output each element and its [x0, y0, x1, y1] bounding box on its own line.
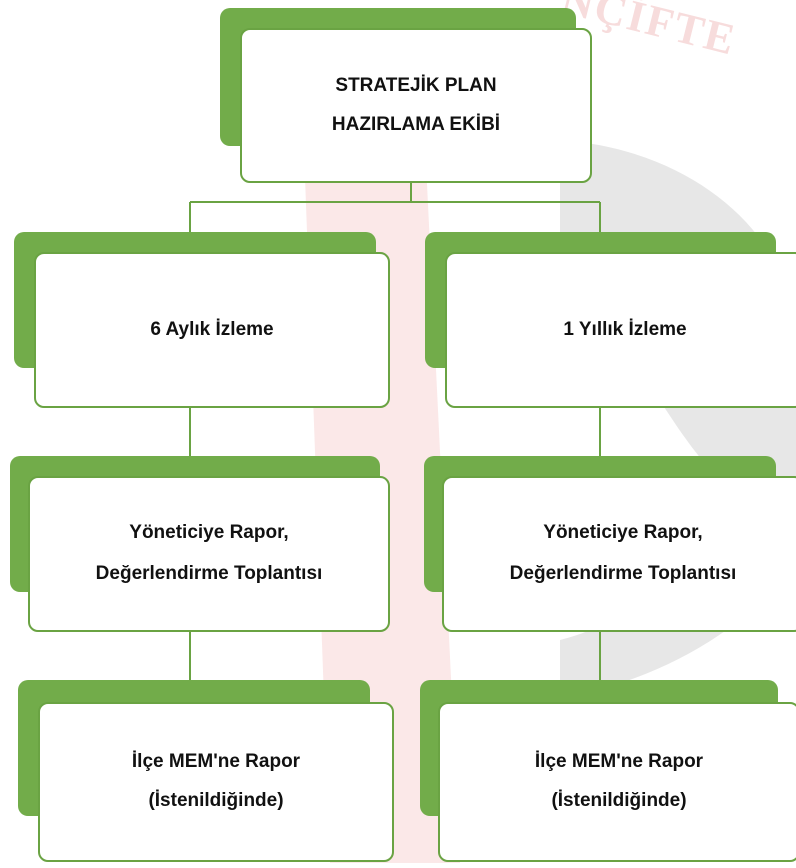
node-left-level2-box: Yöneticiye Rapor, Değerlendirme Toplantı… [28, 476, 390, 632]
node-left-level1-box: 6 Aylık İzleme [34, 252, 390, 408]
node-left-level2-line-2: Değerlendirme Toplantısı [95, 563, 323, 584]
node-left-level3-line-2: (İstenildiğinde) [148, 790, 284, 811]
node-left-level3-box: İlçe MEM'ne Rapor (İstenildiğinde) [38, 702, 394, 862]
node-right-level3-line-1: İlçe MEM'ne Rapor [534, 751, 704, 773]
node-right-level2-box: Yöneticiye Rapor, Değerlendirme Toplantı… [442, 476, 796, 632]
node-root-box: STRATEJİK PLAN HAZIRLAMA EKİBİ [240, 28, 592, 183]
node-root-line-1: STRATEJİK PLAN [335, 74, 497, 96]
node-right-level1-box: 1 Yıllık İzleme [445, 252, 796, 408]
node-right-level3-box: İlçe MEM'ne Rapor (İstenildiğinde) [438, 702, 796, 862]
node-root-line-2: HAZIRLAMA EKİBİ [331, 113, 501, 135]
node-left-level3-line-1: İlçe MEM'ne Rapor [131, 751, 301, 773]
node-left-level2-line-1: Yöneticiye Rapor, [129, 522, 289, 544]
node-left-level1-line-1: 6 Aylık İzleme [150, 318, 274, 340]
node-right-level3-line-2: (İstenildiğinde) [551, 790, 687, 811]
node-right-level2-line-2: Değerlendirme Toplantısı [509, 563, 737, 584]
node-right-level1-line-1: 1 Yıllık İzleme [563, 318, 687, 340]
node-right-level2-line-1: Yöneticiye Rapor, [543, 522, 703, 544]
